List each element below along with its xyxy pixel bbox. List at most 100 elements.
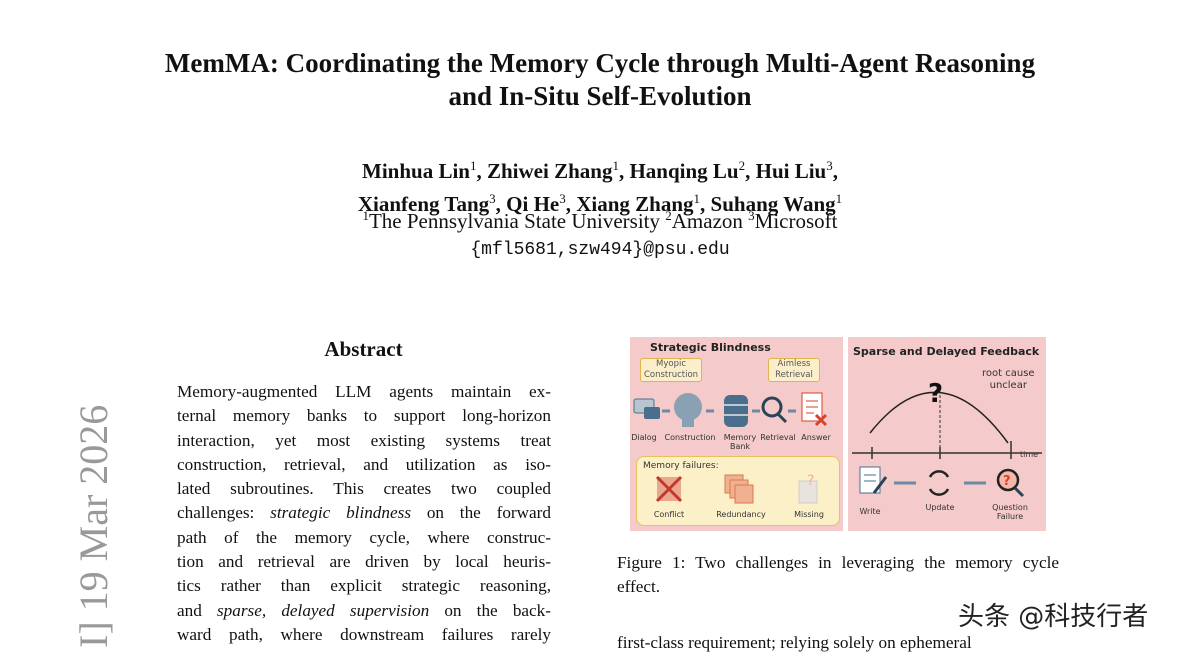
abstract-line: challenges: strategic blindness on the f… (177, 501, 551, 525)
paper-title: MemMA: Coordinating the Memory Cycle thr… (0, 47, 1200, 113)
pipeline-label: Dialog (631, 433, 657, 442)
title-line-1: MemMA: Coordinating the Memory Cycle thr… (164, 48, 1036, 78)
abstract-line: ward path, where downstream failures rar… (177, 623, 551, 647)
affiliations: 1The Pennsylvania State University 2Amaz… (0, 208, 1200, 234)
failure-label: Conflict (653, 510, 685, 519)
figure-caption: Figure 1: Two challenges in leveraging t… (617, 553, 1059, 597)
bubble-text: Retrieval (775, 370, 813, 380)
aff-num: 3 (748, 208, 755, 223)
root-cause-text: root cause (982, 368, 1035, 379)
failure-label: Missing (794, 510, 824, 519)
abstract-line: and sparse, delayed supervision on the b… (177, 599, 551, 623)
failure-icons: ? (655, 473, 818, 504)
author-email: {mfl5681,szw494}@psu.edu (470, 240, 730, 260)
author-name: Zhiwei Zhang (486, 159, 613, 183)
aff-name: Microsoft (754, 209, 838, 233)
abstract-text: tics rather than explicit strategic reas… (177, 576, 551, 596)
abstract-line: interaction, yet most existing systems t… (177, 429, 551, 453)
author-line-1: Minhua Lin1, Zhiwei Zhang1, Hanqing Lu2,… (362, 158, 838, 183)
abstract-text: ward path, where downstream failures rar… (177, 624, 551, 644)
step-label: Update (925, 503, 955, 512)
author-aff: 3 (559, 191, 566, 206)
database-icon (724, 395, 748, 427)
abstract-line: Memory-augmented LLM agents maintain ex- (177, 380, 551, 404)
question-mark: ? (928, 379, 944, 409)
aff-num: 1 (362, 208, 369, 223)
abstract-line: path of the memory cycle, where construc… (177, 526, 551, 550)
arxiv-stamp: I] 19 Mar 2026 (71, 404, 116, 648)
author-name: Qi He (506, 192, 560, 216)
abstract-line: tion and retrieval are driven by local h… (177, 550, 551, 574)
question-magnifier-icon: ? (996, 468, 1025, 498)
time-label: time (1020, 450, 1039, 459)
abstract-text: construction, retrieval, and utilization… (177, 454, 551, 474)
memory-failures-box: Memory failures: ? Conflict Redundancy M… (636, 456, 840, 526)
timeline-diagram: ? (852, 385, 1042, 498)
step-label: Write (859, 507, 881, 516)
author-name: Suhang Wang (710, 192, 836, 216)
abstract-text: and (177, 600, 217, 620)
abstract-heading: Abstract (324, 337, 403, 361)
title-line-2: and In-Situ Self-Evolution (448, 81, 752, 111)
feedback-arc (869, 391, 1009, 444)
abstract-text: challenges: (177, 503, 271, 523)
abstract-text: on the forward (411, 503, 551, 523)
author-aff: 2 (738, 158, 746, 173)
panel-title: Sparse and Delayed Feedback (853, 345, 1040, 358)
magnifier-icon (761, 396, 788, 424)
svg-text:?: ? (1003, 474, 1011, 489)
emphasis-text: strategic blindness (270, 503, 412, 523)
conflict-icon (655, 475, 683, 503)
author-name: Xianfeng Tang (357, 192, 490, 216)
write-icon (859, 466, 888, 494)
pipeline-label: Construction (664, 433, 716, 442)
redundancy-icon (724, 474, 754, 504)
author-name: Hui Liu (755, 159, 827, 183)
aff-num: 2 (665, 208, 672, 223)
root-cause-text: unclear (989, 380, 1027, 391)
author-aff: 1 (612, 158, 619, 173)
pipeline-label: Memory Bank (723, 433, 757, 451)
pipeline-icons (633, 392, 828, 427)
abstract-text: interaction, yet most existing systems t… (177, 430, 551, 450)
author-name: Xiang Zhang (576, 192, 694, 216)
pipeline-label: Answer (801, 433, 831, 442)
body-text-line: first-class requirement; relying solely … (617, 633, 972, 652)
watermark: 头条 @科技行者 (958, 602, 1149, 632)
author-aff: 1 (693, 191, 701, 206)
bubble-text: Myopic (656, 359, 686, 369)
author-list: Minhua Lin1, Zhiwei Zhang1, Hanqing Lu2,… (0, 152, 1200, 218)
author-name: Minhua Lin (362, 159, 470, 183)
author-aff: 1 (835, 191, 843, 206)
step-label: Question Failure (992, 503, 1028, 521)
abstract-text: tion and retrieval are driven by local h… (177, 552, 551, 572)
panel-title: Strategic Blindness (650, 341, 771, 354)
answer-wrong-icon (801, 392, 828, 427)
author-name: Hanqing Lu (629, 159, 739, 183)
author-aff: 1 (469, 158, 477, 173)
abstract-text: ternal memory banks to support long-hori… (177, 406, 551, 426)
bubble-text: Aimless (777, 359, 811, 369)
missing-icon: ? (798, 473, 818, 504)
abstract-line: construction, retrieval, and utilization… (177, 453, 551, 477)
pipeline-label: Retrieval (760, 433, 796, 442)
abstract-text: on the back- (429, 600, 551, 620)
failure-label: Redundancy (716, 510, 766, 519)
author-aff: 3 (489, 191, 496, 206)
aff-name: Amazon (671, 209, 743, 233)
update-cycle-icon (928, 470, 950, 496)
abstract-line: tics rather than explicit strategic reas… (177, 574, 551, 598)
emphasis-text: sparse, delayed supervision (216, 600, 430, 620)
abstract-body: Memory-augmented LLM agents maintain ex-… (177, 380, 551, 647)
dialog-icon (633, 398, 660, 419)
bubble-text: Construction (643, 370, 699, 380)
abstract-text: Memory-augmented LLM agents maintain ex- (177, 382, 551, 401)
abstract-text: lated subroutines. This creates two coup… (177, 479, 551, 499)
svg-text:?: ? (807, 473, 814, 489)
